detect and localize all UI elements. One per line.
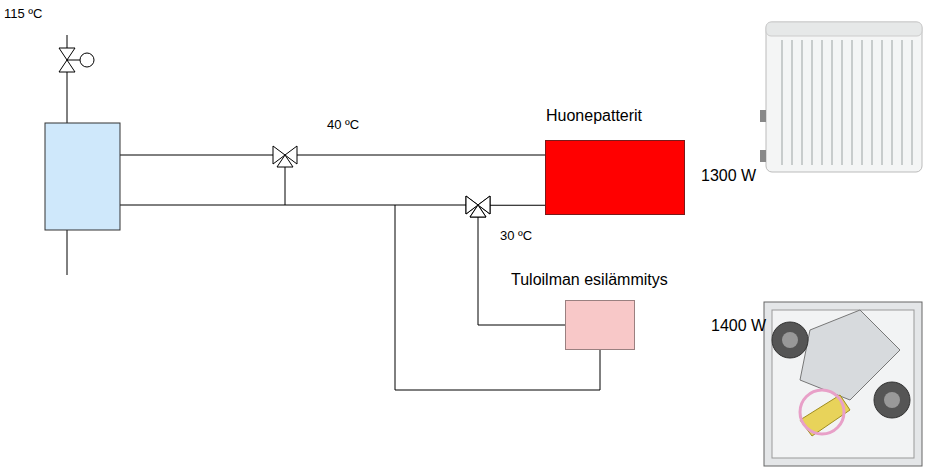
return-pipe: [120, 205, 466, 206]
primary-pipe: [67, 230, 68, 275]
ventilation-unit-illustration: [764, 302, 922, 466]
supply-pipe: [120, 155, 545, 156]
preheater-box: Tuloilman esilämmitys1400 W: [565, 300, 635, 350]
three-way-valve: [466, 196, 490, 217]
power-label: 1300 W: [701, 167, 756, 185]
radiator-box: Huonepatterit1300 W: [545, 140, 685, 215]
node-heading: Huonepatterit: [546, 107, 642, 125]
three-way-valve: [273, 146, 297, 167]
temperature-label: 115 ºC: [4, 6, 42, 21]
heat-exchanger: [45, 123, 120, 230]
three-way-valve: [466, 196, 490, 217]
temperature-label: 30 ºC: [500, 228, 532, 243]
power-label: 1400 W: [711, 317, 766, 335]
control-valve: [59, 48, 94, 72]
radiator-illustration: [760, 22, 922, 172]
node-heading: Tuloilman esilämmitys: [511, 271, 668, 289]
pipe-connector: [478, 205, 565, 325]
temperature-label: 40 ºC: [327, 117, 359, 132]
return-pipe: [395, 205, 600, 390]
